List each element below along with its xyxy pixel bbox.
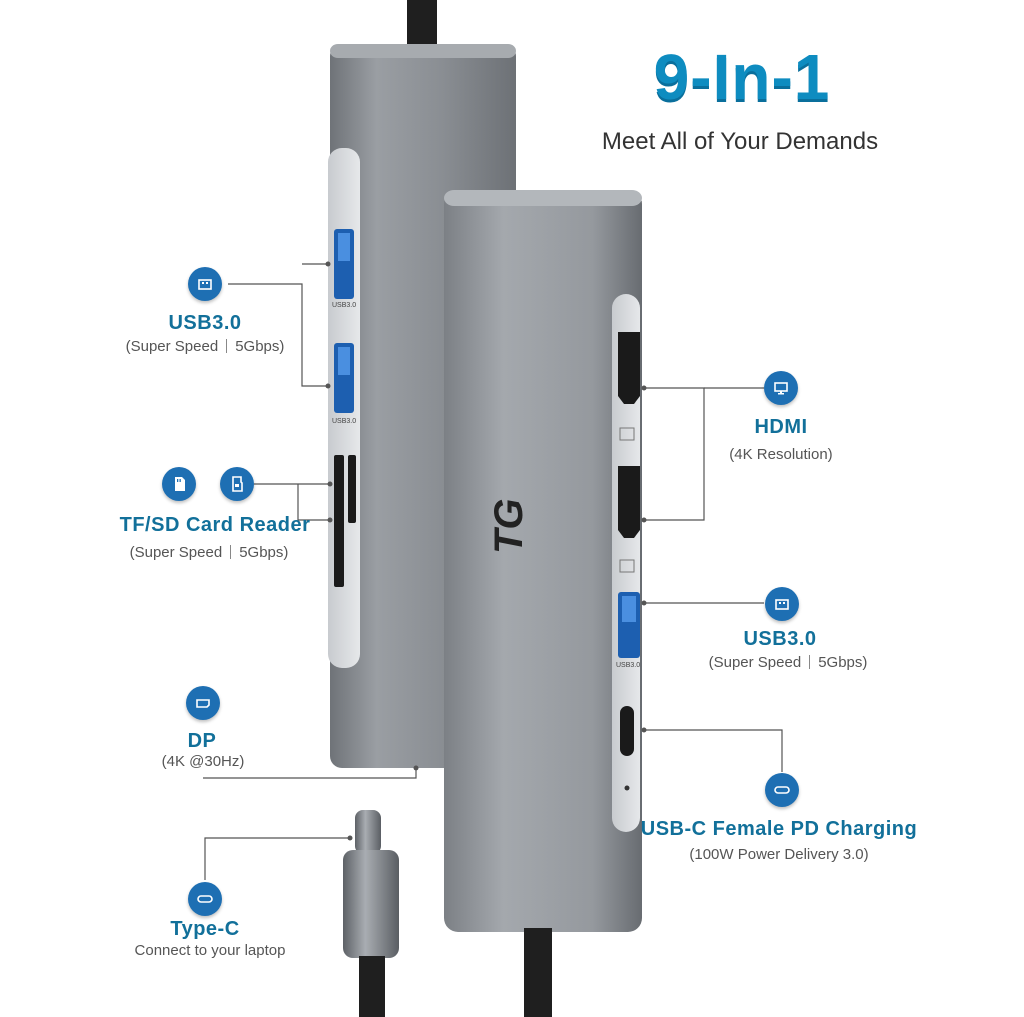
type-c-label: Type-C	[170, 918, 240, 940]
sd-card-icon	[162, 467, 196, 501]
port-label-usb-1: USB3.0	[332, 302, 357, 309]
usb-c-female-port	[620, 706, 634, 756]
page-subtitle: Meet All of Your Demands	[601, 128, 879, 155]
usb-c-icon	[188, 882, 222, 916]
type-c-plug-body	[343, 850, 399, 958]
dp-detail: (4K @30Hz)	[161, 753, 245, 770]
tf-card-slot	[348, 455, 356, 523]
usb-a-icon	[765, 587, 799, 621]
sd-card-slot	[334, 455, 344, 587]
pd-charging-detail: (100W Power Delivery 3.0)	[689, 846, 869, 863]
tf-card-icon	[220, 467, 254, 501]
displayport-icon	[186, 686, 220, 720]
top-cable	[407, 0, 437, 46]
card-reader-label: TF/SD Card Reader	[119, 514, 311, 536]
brand-logo: TG	[487, 498, 531, 554]
type-c-detail: Connect to your laptop	[134, 942, 286, 959]
type-c-plug-tip	[355, 810, 381, 854]
hdmi-port-1	[618, 332, 640, 404]
bottom-cable	[524, 928, 552, 1017]
monitor-icon	[764, 371, 798, 405]
dp-label: DP	[187, 730, 217, 752]
hdmi-port-2	[618, 466, 640, 538]
usb-a-icon	[188, 267, 222, 301]
usb-c-icon	[765, 773, 799, 807]
usb-left-label: USB3.0	[168, 312, 242, 334]
hdmi-detail: (4K Resolution)	[729, 446, 833, 463]
port-label-usb-3: USB3.0	[616, 662, 641, 669]
page-title: 9-In-1	[653, 41, 831, 113]
usb-right-label: USB3.0	[743, 628, 817, 650]
callout-lines	[203, 263, 783, 880]
port-label-usb-2: USB3.0	[332, 418, 357, 425]
pd-charging-label: USB-C Female PD Charging	[640, 818, 918, 840]
front-hub-body	[444, 190, 642, 932]
type-c-cable	[359, 956, 385, 1017]
hdmi-label: HDMI	[754, 416, 808, 438]
